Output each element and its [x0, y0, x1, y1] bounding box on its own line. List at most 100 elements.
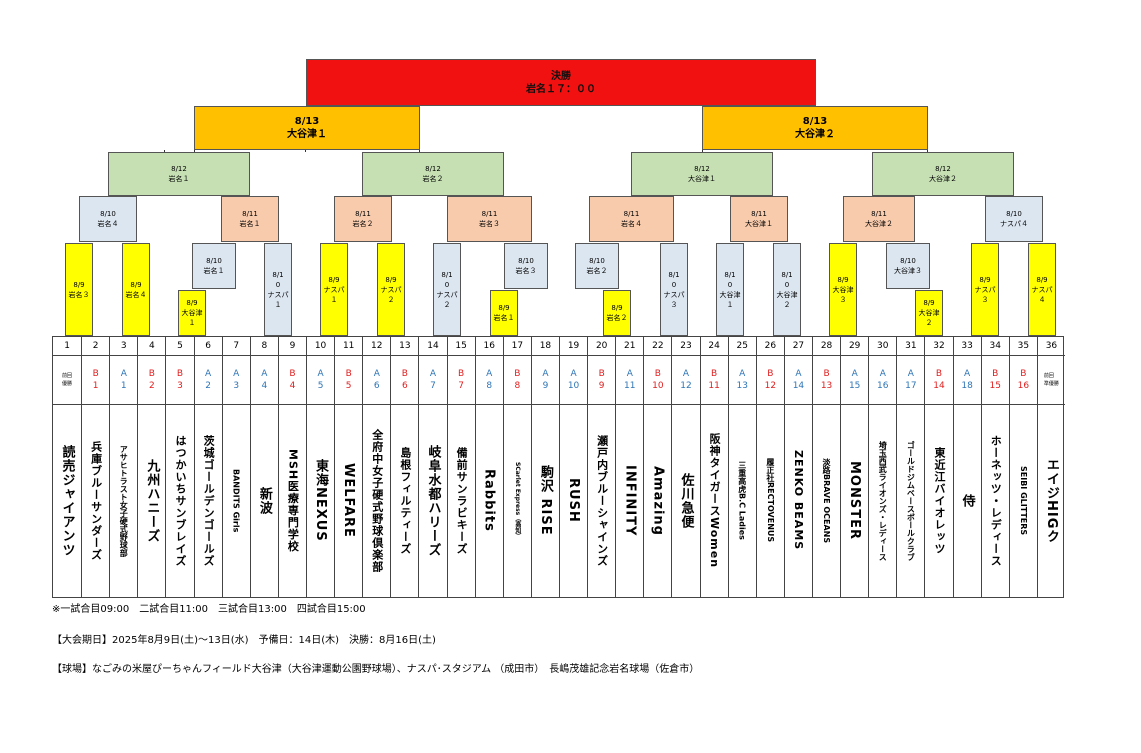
- team-name: SEIBI GLITTERS: [1018, 465, 1028, 536]
- team-name-cell: 佐川急便: [672, 404, 699, 597]
- seed-group: B: [401, 368, 408, 379]
- round32-box: 8/9 ナスパ ２: [377, 243, 405, 336]
- round32-label: 8/10 岩名１: [203, 257, 225, 275]
- seed-group: B: [514, 368, 521, 379]
- team-name: 三重高虎B.C Ladies: [737, 461, 747, 540]
- team-name: SCarlet Express（高知）: [513, 461, 521, 540]
- seed-group: B: [598, 368, 605, 379]
- seed-group: A: [682, 368, 690, 379]
- team-name-cell: ホーネッツ・レディース: [982, 404, 1009, 597]
- seed-group: B: [1020, 368, 1027, 379]
- team-name-cell: MONSTER: [841, 404, 868, 597]
- team-number: 24: [700, 337, 728, 356]
- semifinal-box: 8/13 大谷津１: [194, 106, 420, 150]
- round32-label: 8/9 大谷津 ３: [832, 275, 854, 304]
- seed-number: 12: [680, 380, 692, 391]
- seed-group: B: [458, 368, 465, 379]
- team-name: Rabbits: [481, 469, 497, 532]
- team-name: 瀬戸内ブルーシャインズ: [595, 434, 609, 567]
- quarterfinal-venue: 岩名２: [422, 175, 444, 183]
- team-name: ZENKO BEAMS: [791, 450, 805, 551]
- seed-number: 5: [317, 380, 324, 391]
- seed-number: 13: [820, 380, 833, 391]
- team-number: 4: [138, 337, 166, 356]
- seed-group: B: [767, 368, 774, 379]
- team-name-cell: MSH医療専門学校: [279, 404, 306, 597]
- final-venue: 岩名１７：００: [526, 83, 596, 95]
- round16-box: 8/11 岩名１: [221, 196, 279, 242]
- seed-number: 14: [933, 380, 945, 391]
- round32-box: 8/9 ナスパ １: [320, 243, 348, 336]
- seed-number: 7: [430, 380, 436, 391]
- round64-label: 8/9 大谷津 １: [181, 299, 203, 327]
- quarterfinal-date: 8/12: [935, 165, 951, 173]
- round16-date: 8/11: [751, 210, 767, 218]
- team-name-cell: Amazing: [644, 404, 671, 597]
- team-name: 岐阜水都ハリーズ: [425, 444, 441, 557]
- team-name-cell: 読売ジャイアンツ: [53, 404, 81, 597]
- team-name-cell: 淡路BRAVE OCEANS: [813, 404, 840, 597]
- round16-box: 8/11 岩名２: [334, 196, 392, 242]
- seed-number: 3: [177, 380, 183, 391]
- round16-date: 8/11: [871, 210, 887, 218]
- round16-date: 8/11: [242, 210, 258, 218]
- seed-group: A: [879, 368, 886, 379]
- round16-venue: 大谷津２: [865, 220, 893, 228]
- seed-number: 6: [373, 380, 380, 391]
- final-match-box: 決勝 岩名１７：００: [306, 59, 816, 106]
- seed-group: B: [289, 368, 296, 379]
- round32-label: 8/10 岩名３: [515, 257, 537, 275]
- team-number: 1: [53, 337, 82, 356]
- seed-number: 8: [514, 380, 521, 391]
- seed-number: 6: [402, 380, 408, 391]
- seed-number: 4: [261, 380, 268, 391]
- game-times-note: ※一試合目09:00 二試合目11:00 三試合目13:00 四試合目15:00: [52, 604, 366, 615]
- quarterfinal-venue: 大谷津２: [929, 175, 957, 183]
- team-number: 21: [616, 337, 644, 356]
- team-number: 12: [363, 337, 391, 356]
- round64-box: 8/9 岩名２: [603, 290, 631, 336]
- team-name: 備前サンラビキーズ: [455, 446, 469, 555]
- seed-number: 10: [567, 380, 580, 391]
- round32-box: 8/9 ナスパ ４: [1028, 243, 1056, 336]
- round32-label: 8/9 岩名４: [125, 280, 147, 299]
- round16-date: 8/10: [100, 210, 116, 218]
- team-number: 19: [560, 337, 588, 356]
- team-name-cell: はつかいちサンブレイズ: [166, 404, 193, 597]
- semifinal-venue: 大谷津２: [795, 129, 835, 140]
- team-name-cell: 東近江バイオレッツ: [925, 404, 952, 597]
- team-number: 27: [784, 337, 812, 356]
- tournament-dates-note: 【大会期日】2025年8月9日(土)～13日(水) 予備日：14日(木) 決勝：…: [52, 635, 436, 646]
- seed-group: A: [542, 368, 549, 379]
- semifinal-box: 8/13 大谷津２: [702, 106, 928, 150]
- team-name-cell: BANDITS Girls: [223, 404, 250, 597]
- team-name-cell: 兵庫ブルーサンダーズ: [82, 404, 109, 597]
- round64-box: 8/9 岩名１: [490, 290, 518, 336]
- final-date: 決勝: [551, 70, 571, 82]
- seed-number: 1: [120, 380, 127, 391]
- team-number: 22: [644, 337, 672, 356]
- seed-group: A: [795, 368, 802, 379]
- team-number: 2: [82, 337, 110, 356]
- seed-number: 9: [542, 380, 549, 391]
- team-name: 履正社RECTOVENUS: [765, 458, 775, 543]
